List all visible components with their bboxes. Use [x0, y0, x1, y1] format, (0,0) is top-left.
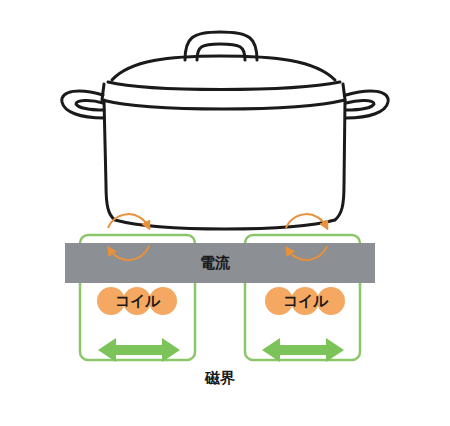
- pot: [62, 32, 388, 229]
- coil-label: コイル: [283, 292, 328, 311]
- coil: コイル: [265, 287, 345, 315]
- coil-label: コイル: [115, 292, 160, 311]
- field-arrow: [98, 338, 344, 362]
- current-label: 電流: [200, 254, 230, 273]
- current-band: 電流: [65, 243, 375, 283]
- coil: コイル: [97, 287, 177, 315]
- field-label: 磁界: [205, 369, 235, 388]
